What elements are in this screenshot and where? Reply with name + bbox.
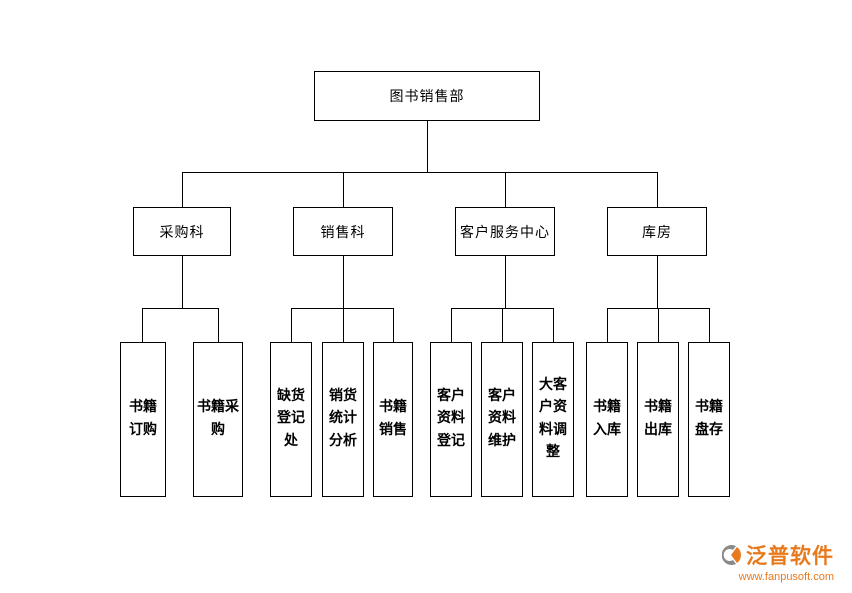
dept-box-sales: 销售科 [293,207,393,256]
dept-label: 采购科 [159,225,205,241]
connector-line [607,308,608,342]
dept-label: 库房 [642,225,672,241]
connector-line [182,256,183,308]
leaf-label: 书籍销售 [379,400,407,438]
leaf-label: 大客户资料调整 [539,377,567,460]
leaf-box-customer-maintenance: 客户资料维护 [481,342,523,497]
leaf-label: 缺货登记处 [277,388,305,449]
connector-line [553,308,554,342]
connector-line [142,308,143,342]
connector-line [393,308,394,342]
leaf-box-key-customer-adjustment: 大客户资料调整 [532,342,574,497]
leaf-box-sales-statistics: 销货统计分析 [322,342,364,497]
leaf-box-book-inbound: 书籍入库 [586,342,628,497]
connector-line [182,172,657,173]
leaf-label: 书籍入库 [593,400,621,438]
watermark: 泛普软件 www.fanpusoft.com [722,540,834,583]
connector-line [291,308,394,309]
dept-label: 销售科 [320,225,366,241]
dept-label: 客户服务中心 [460,225,550,241]
leaf-label: 客户资料维护 [488,388,516,449]
brand-url: www.fanpusoft.com [738,571,834,583]
connector-line [218,308,219,342]
org-root-label: 图书销售部 [389,90,465,105]
leaf-box-stockout-registry: 缺货登记处 [270,342,312,497]
connector-line [451,308,452,342]
connector-line [657,256,658,308]
connector-line [343,308,344,342]
fanpu-logo-icon [722,544,742,566]
connector-line [182,172,183,207]
leaf-box-book-procurement: 书籍采购 [193,342,243,497]
connector-line [505,256,506,308]
dept-box-warehouse: 库房 [607,207,707,256]
leaf-label: 书籍盘存 [695,400,723,438]
leaf-box-book-outbound: 书籍出库 [637,342,679,497]
leaf-label: 书籍采购 [197,400,239,438]
connector-line [709,308,710,342]
connector-line [427,121,428,172]
connector-line [142,308,219,309]
dept-box-customer-service: 客户服务中心 [455,207,555,256]
leaf-label: 客户资料登记 [437,388,465,449]
leaf-box-customer-registration: 客户资料登记 [430,342,472,497]
connector-line [291,308,292,342]
leaf-box-book-inventory: 书籍盘存 [688,342,730,497]
connector-line [658,308,659,342]
leaf-label: 书籍订购 [129,400,157,438]
connector-line [343,172,344,207]
connector-line [343,256,344,308]
leaf-label: 销货统计分析 [329,388,357,449]
brand-name: 泛普软件 [746,545,834,568]
leaf-box-book-ordering: 书籍订购 [120,342,166,497]
leaf-label: 书籍出库 [644,400,672,438]
org-root-box: 图书销售部 [314,71,540,121]
dept-box-purchasing: 采购科 [133,207,231,256]
connector-line [505,172,506,207]
connector-line [657,172,658,207]
connector-line [502,308,503,342]
leaf-box-book-sales: 书籍销售 [373,342,413,497]
